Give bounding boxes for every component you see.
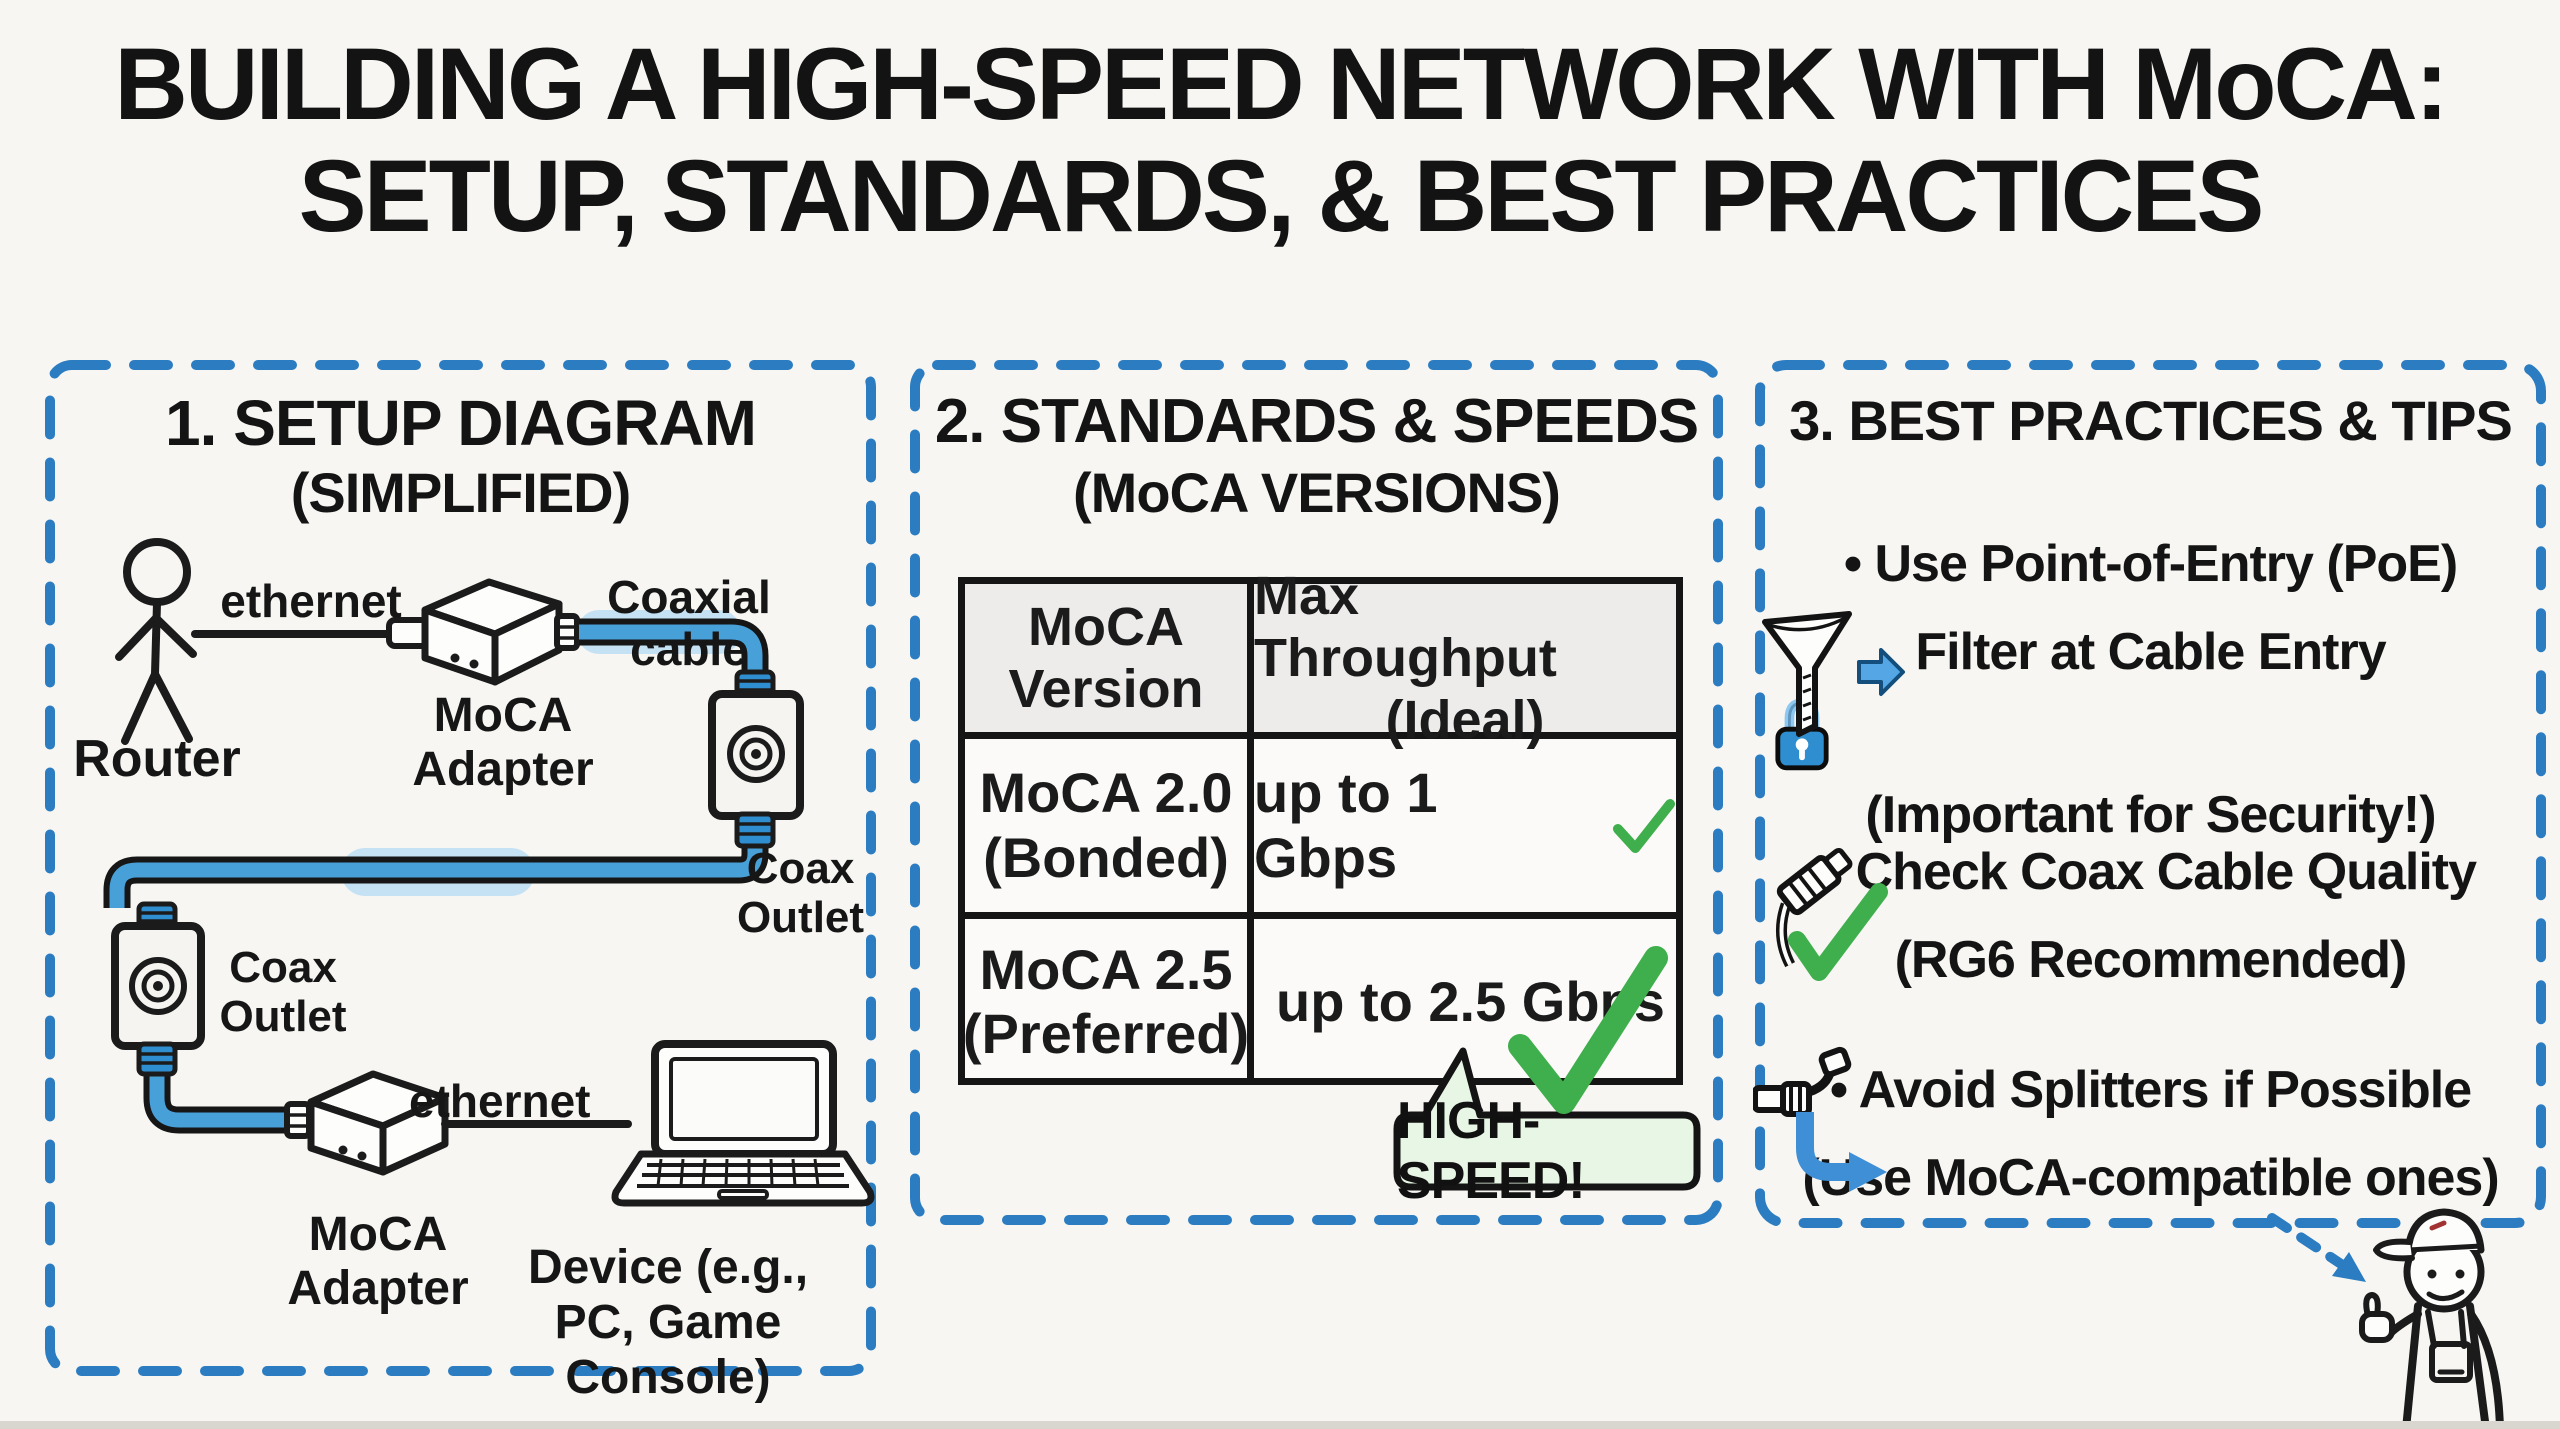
table-row2-version: MoCA 2.5 (Preferred)	[963, 919, 1254, 1085]
panel3-heading: 3. BEST PRACTICES & TIPS	[1789, 389, 2513, 452]
label-moca-adapter-top: MoCA Adapter	[412, 689, 594, 796]
tip-poe-filter: • Use Point-of-Entry (PoE) Filter at Cab…	[1753, 520, 2548, 859]
panel1-heading: 1. SETUP DIAGRAM	[165, 387, 757, 459]
table-header-throughput: Max Throughput (Ideal)	[1254, 566, 1676, 750]
label-router: Router	[73, 730, 241, 788]
dashed-arrow-to-mascot	[2267, 1213, 2366, 1282]
coax-cable-icon	[1775, 847, 1888, 981]
coax-outlet-right-icon	[708, 669, 804, 849]
page-title: BUILDING A HIGH-SPEED NETWORK WITH MoCA:…	[0, 27, 2560, 254]
blue-curved-arrow	[1796, 1112, 1851, 1181]
table-row1-throughput: up to 1 Gbps	[1254, 739, 1676, 919]
moca-adapter-top-icon	[386, 578, 580, 686]
high-speed-callout-art	[1393, 946, 1701, 1191]
poe-filter-funnel-icon	[1762, 611, 1905, 737]
blue-arrow-icon	[1857, 648, 1905, 696]
laptop-icon	[611, 1040, 875, 1207]
bottom-edge-strip	[0, 1421, 2560, 1429]
moca-standards-table: MoCA Version Max Throughput (Ideal) MoCA…	[958, 566, 1683, 1085]
moca-adapter-bottom-icon	[284, 1070, 449, 1176]
page-title-line1: BUILDING A HIGH-SPEED NETWORK WITH MoCA:	[114, 27, 2449, 141]
router-stick-figure-icon	[115, 538, 197, 745]
cap-icon	[2404, 1208, 2485, 1254]
splitter-arrow-icon	[1753, 1046, 1887, 1192]
coax-cable-run	[103, 618, 769, 1134]
thumbs-up-icon	[2363, 1292, 2381, 1319]
panel-best-practices: 3. BEST PRACTICES & TIPS • Use Point-of-…	[1753, 358, 2548, 1230]
panel2-heading: 2. STANDARDS & SPEEDS	[934, 387, 1699, 456]
mascot-thumbs-up	[2359, 1208, 2504, 1429]
coax-outlet-left-icon	[111, 901, 205, 1077]
tip-avoid-splitters: • Avoid Splitters if Possible (Use MoCA-…	[1802, 1061, 2499, 1208]
setup-diagram-art	[103, 538, 875, 1207]
label-coaxial-cable: Coaxial cable	[607, 571, 771, 675]
speech-bubble	[1393, 1047, 1701, 1191]
label-device: Device (e.g., PC, Game Console)	[527, 1241, 809, 1405]
table-header-version: MoCA Version	[965, 584, 1254, 739]
check-icon	[1788, 883, 1888, 981]
panel2-subheading: (MoCA VERSIONS)	[1073, 461, 1561, 524]
check-icon	[1612, 798, 1676, 853]
tip-coax-quality: • Check Coax Cable Quality (RG6 Recommen…	[1824, 843, 2477, 990]
label-moca-adapter-bottom: MoCA Adapter	[287, 1208, 469, 1315]
panel1-subheading: (SIMPLIFIED)	[290, 461, 632, 524]
label-ethernet-bottom: ethernet	[409, 1075, 591, 1127]
big-check-icon	[1508, 946, 1668, 1114]
label-coax-outlet-right: Coax Outlet	[736, 844, 865, 943]
panel-standards-speeds: 2. STANDARDS & SPEEDS (MoCA VERSIONS) Mo…	[908, 358, 1725, 1227]
page-title-line2: SETUP, STANDARDS, & BEST PRACTICES	[298, 139, 2265, 254]
label-ethernet-top: ethernet	[220, 575, 402, 627]
table-row1-version: MoCA 2.0 (Bonded)	[965, 739, 1254, 919]
panel-setup-diagram: 1. SETUP DIAGRAM (SIMPLIFIED)	[43, 358, 878, 1404]
label-coax-outlet-left: Coax Outlet	[219, 943, 347, 1042]
table-row2-throughput: up to 2.5 Gbps	[1276, 969, 1665, 1033]
high-speed-callout-label: HIGH-SPEED!	[1397, 1092, 1586, 1210]
